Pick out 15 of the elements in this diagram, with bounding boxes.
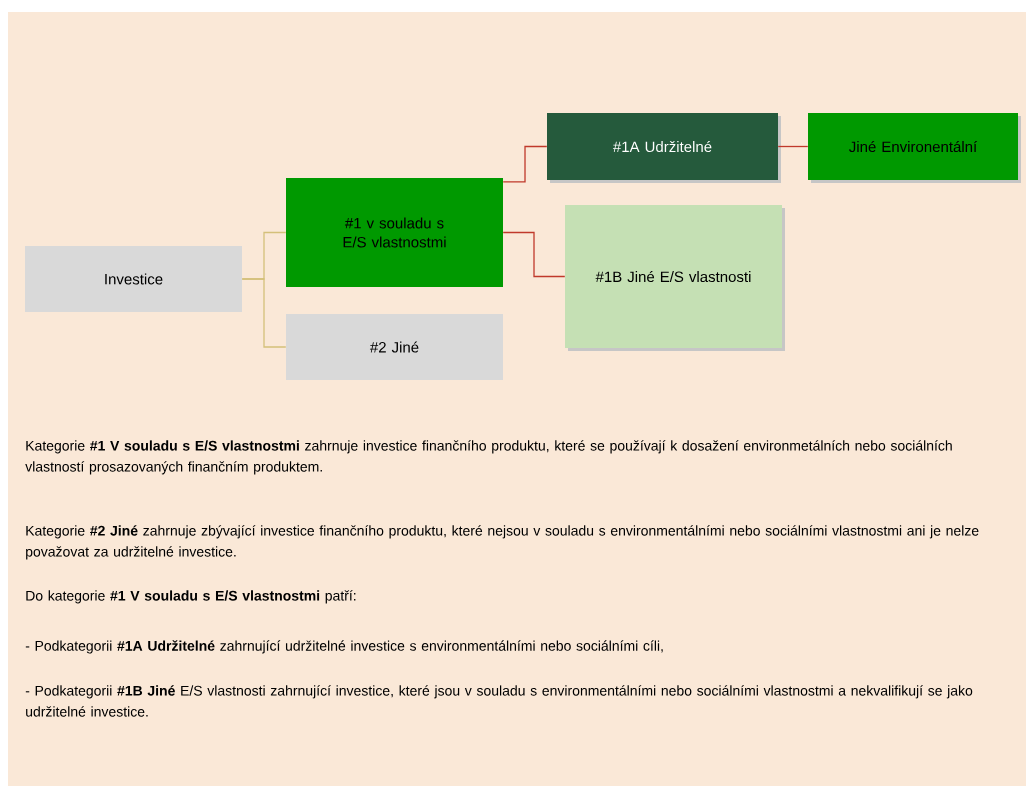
connector <box>502 231 566 278</box>
connector <box>502 145 548 183</box>
process-box: Investice <box>25 246 242 312</box>
process-box: Jiné Environentální <box>808 113 1018 180</box>
process-box: #1A Udržitelné <box>547 113 778 180</box>
process-box: #1 v souladu s E/S vlastnostmi <box>286 178 503 287</box>
connector <box>777 145 809 148</box>
connector <box>241 278 287 348</box>
process-box: #2 Jiné <box>286 314 503 380</box>
paragraph: Kategorie #2 Jiné zahrnuje zbývající investice finančního produktu, které nejsou v souladu s environmentálními nebo sociálními vlastnostmi ani je nelze považovat za udržitelné investice. <box>26 525 979 560</box>
paragraph: - Podkategorii #1B Jiné E/S vlastnosti zahrnující investice, které jsou v souladu s environmentálními nebo sociálními vlastnostmi a nekvalifikují se jako udržitelné investice. <box>25 685 973 717</box>
paragraph: Do kategorie #1 V souladu s E/S vlastnostmi patří: <box>26 590 356 604</box>
paragraph: Kategorie #1 V souladu s E/S vlastnostmi zahrnuje investice finančního produktu, které se používají k dosažení environmetálních nebo sociálních vlastností prosazovaných finančním produktem. <box>25 440 952 475</box>
paragraph: - Podkategorii #1A Udržitelné zahrnující udržitelné investice s environmentálními nebo sociálními cíli, <box>25 640 663 654</box>
process-box: #1B Jiné E/S vlastnosti <box>565 205 782 348</box>
